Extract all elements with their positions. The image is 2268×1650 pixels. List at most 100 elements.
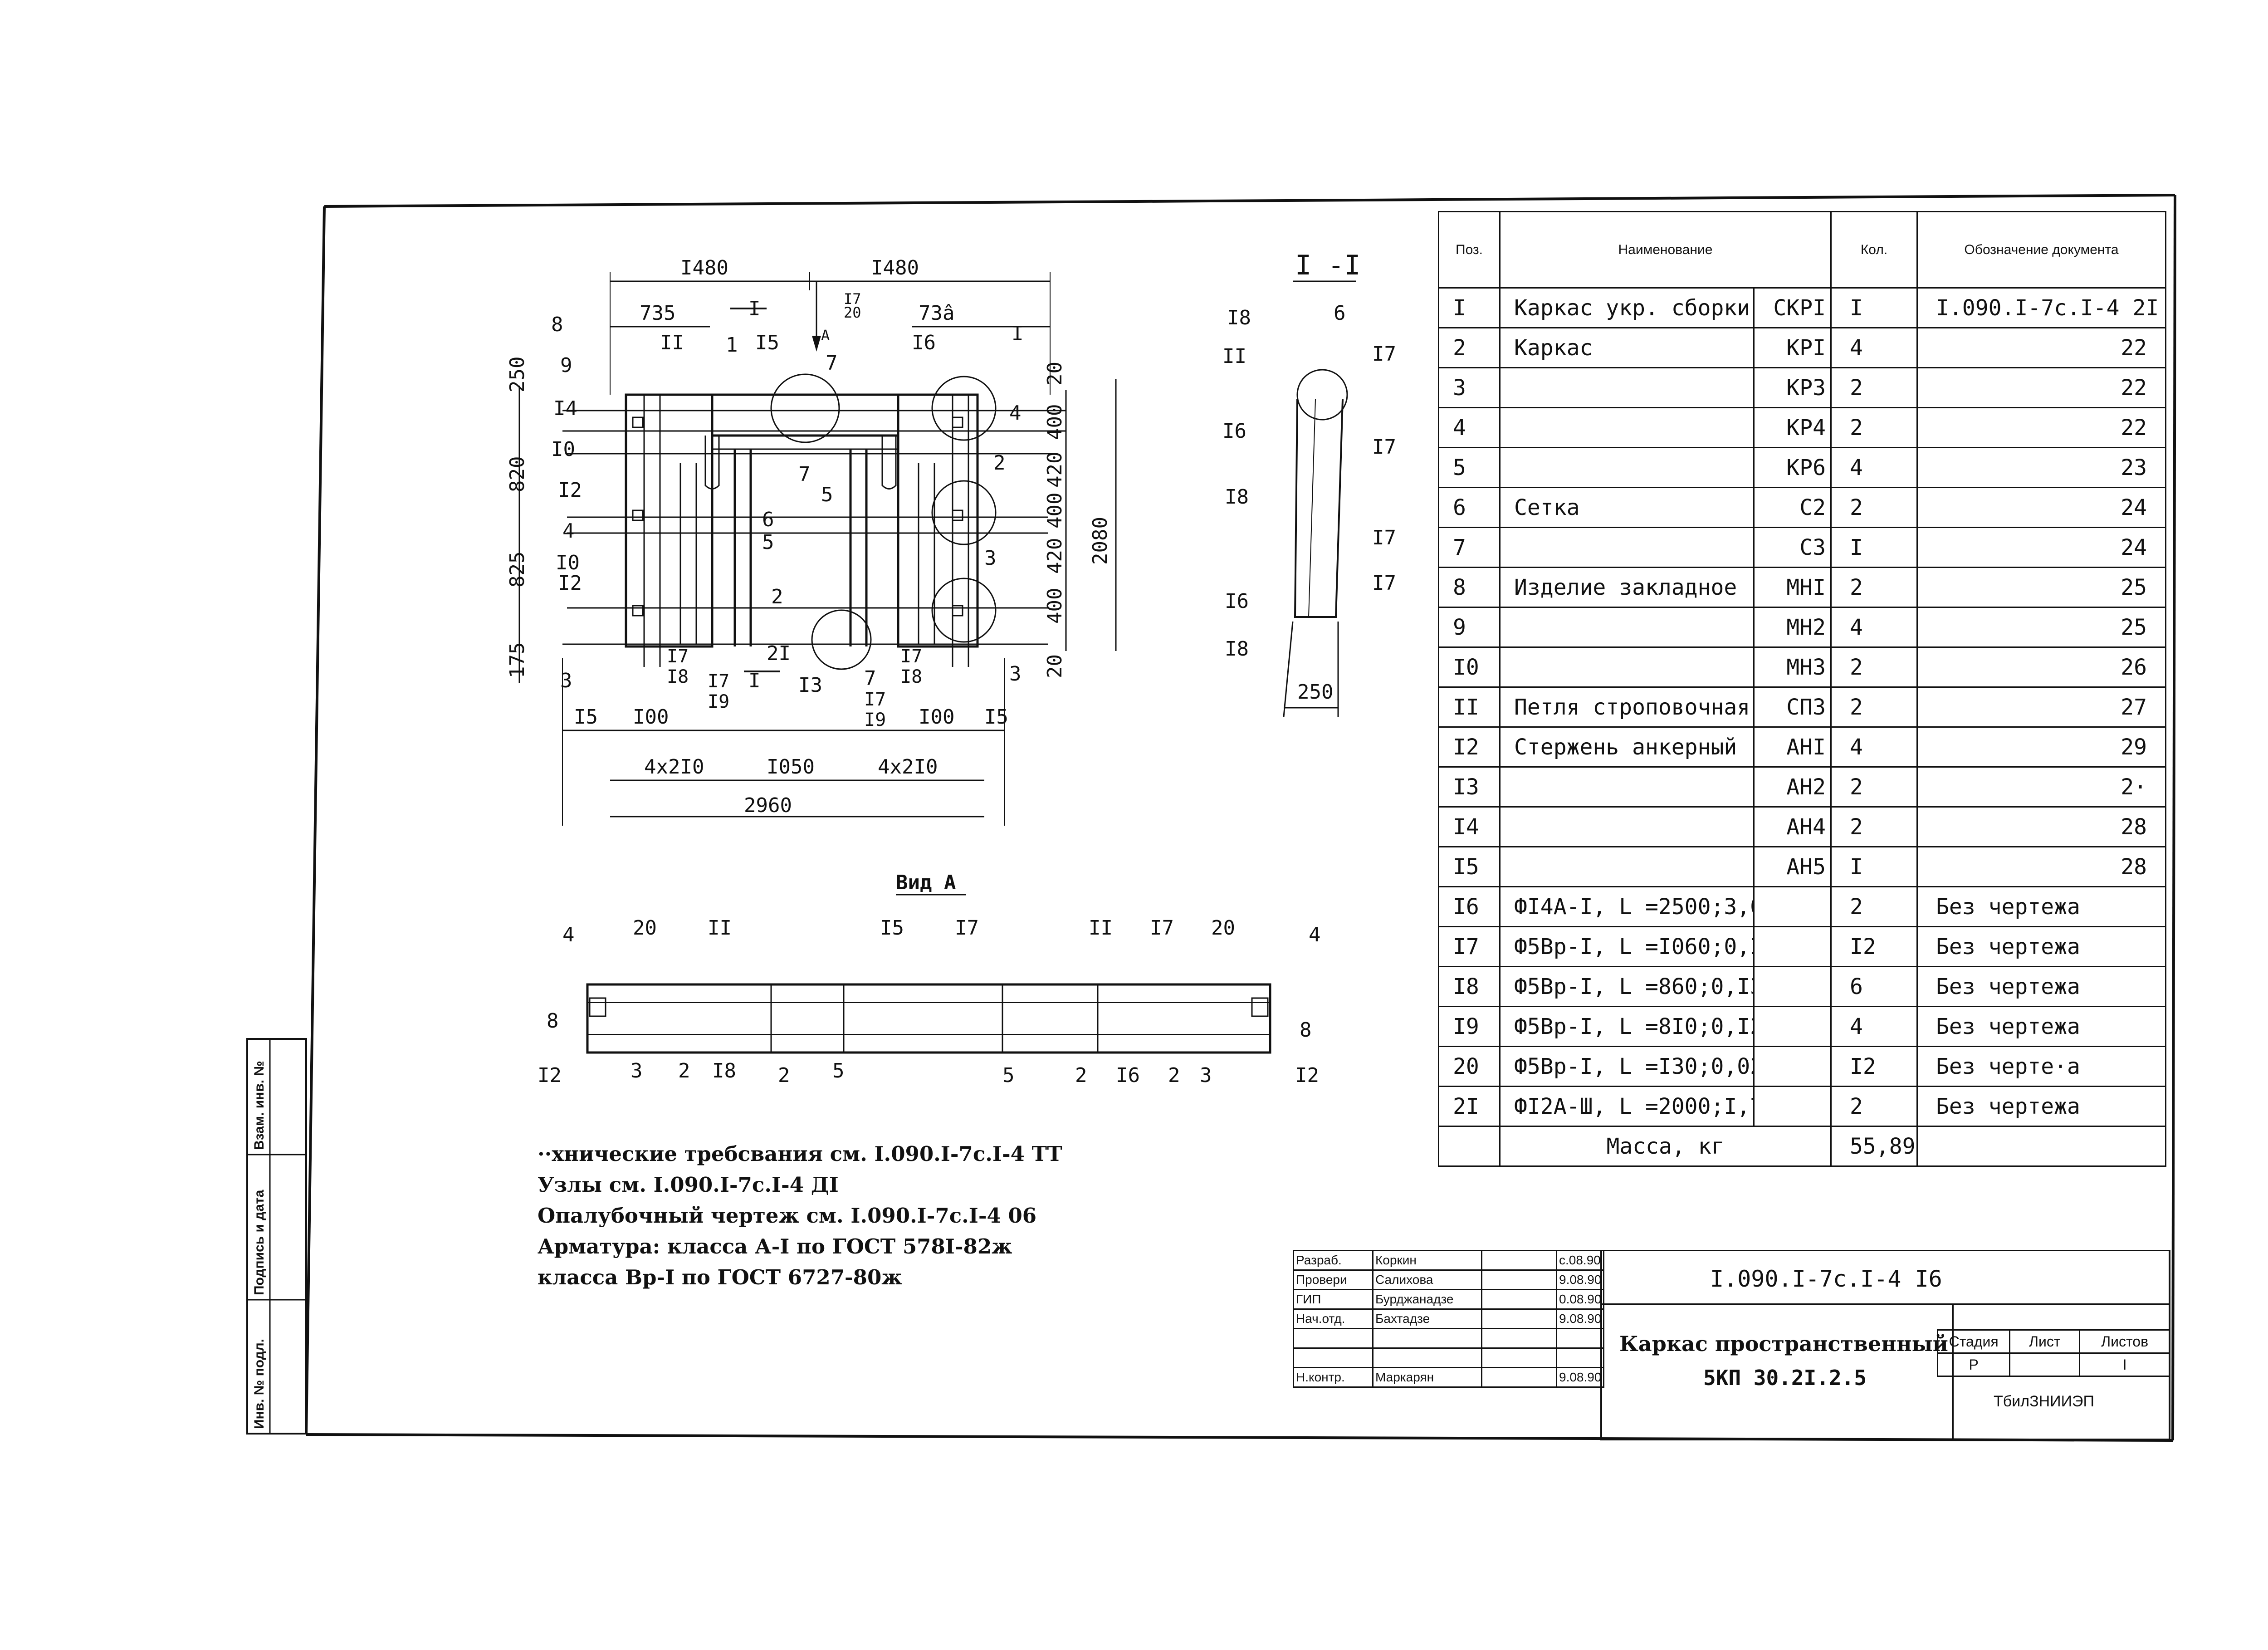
spec-cell-code xyxy=(1753,1086,1832,1127)
spec-cell-name xyxy=(1499,407,1755,448)
plan-outline xyxy=(562,281,1066,672)
label-5-a: 5 xyxy=(821,483,833,506)
signature-mark xyxy=(1481,1367,1557,1388)
dim-420-b: 420 xyxy=(1043,538,1066,574)
sheets-header: Листов xyxy=(2079,1329,2170,1354)
section-label-16-b: I6 xyxy=(1225,590,1249,613)
spec-cell-name: Каркас xyxy=(1499,327,1755,368)
spec-cell-doc: Без чертежа xyxy=(1916,1006,2166,1047)
spec-cell-doc: Без чертежа xyxy=(1916,966,2166,1007)
spec-cell-qty: 4 xyxy=(1830,607,1918,648)
view-a-label-17-left: I7 xyxy=(955,916,979,940)
spec-cell-name xyxy=(1499,367,1755,408)
spec-cell-name: Стержень анкерный xyxy=(1499,726,1755,768)
dim-4x210-right: 4x2I0 xyxy=(878,755,938,778)
spec-cell-code: С3 xyxy=(1753,527,1832,568)
spec-cell-name: ФI2А-Ш, L =2000;I,76кг xyxy=(1499,1086,1755,1127)
view-a-label-3-left: 3 xyxy=(631,1059,643,1082)
product-name: Каркас пространственный xyxy=(1619,1332,1948,1356)
signature-role xyxy=(1293,1328,1374,1349)
signature-mark xyxy=(1481,1269,1557,1290)
spec-cell-doc: Без чертежа xyxy=(1916,926,2166,967)
spec-cell-doc: Без черте·а xyxy=(1916,1046,2166,1087)
spec-cell-pos: 2 xyxy=(1438,327,1501,368)
signature-name: Бурджанадзе xyxy=(1372,1289,1482,1310)
side-stamp-signature-label: Подпись и дата xyxy=(252,1190,267,1295)
spec-header-qty: Кол. xyxy=(1830,211,1918,289)
label-11: II xyxy=(660,331,684,354)
spec-cell-name xyxy=(1499,607,1755,648)
view-a-bottom-labels: 8 I2 3 2 I8 2 5 5 2 I6 2 3 8 I2 xyxy=(538,1009,1319,1087)
technical-notes: ··хнические требсвания см. I.090.I-7с.I-… xyxy=(538,1139,1127,1293)
spec-cell-pos: I5 xyxy=(1438,846,1501,887)
spec-cell-pos: II xyxy=(1438,686,1501,728)
label-7-a: 7 xyxy=(826,352,838,375)
signature-date xyxy=(1555,1328,1605,1349)
dim-250: 250 xyxy=(506,357,529,392)
note-line: Узлы см. I.090.I-7с.I-4 ДI xyxy=(538,1173,839,1197)
label-15: I5 xyxy=(755,331,779,354)
label-12-a: I2 xyxy=(558,479,582,502)
view-a-top-labels: 4 20 II I5 I7 II I7 20 4 xyxy=(562,916,1321,946)
section-labels: I8 6 II I7 I6 I7 I8 I7 I6 I7 I8 250 xyxy=(1222,302,1396,704)
label-I-right: I xyxy=(1012,322,1024,345)
spec-cell-name xyxy=(1499,846,1755,887)
section-label-17-d: I7 xyxy=(1372,572,1396,595)
section-label-16-a: I6 xyxy=(1222,420,1246,443)
dim-15-left: I5 xyxy=(574,705,598,729)
label-17-b: I7 xyxy=(708,671,729,692)
signature-name: Бахтадзе xyxy=(1372,1308,1482,1329)
signature-name: Маркарян xyxy=(1372,1367,1482,1388)
spec-cell-doc: 23 xyxy=(1916,447,2166,488)
spec-cell-code xyxy=(1753,1006,1832,1047)
spec-mass-label: Масса, кг xyxy=(1499,1126,1832,1167)
spec-cell-code: АН2 xyxy=(1753,766,1832,808)
section-label-17-a: I7 xyxy=(1372,343,1396,366)
section-label-18-c: I8 xyxy=(1225,637,1249,661)
view-a-label-8-left: 8 xyxy=(547,1009,559,1033)
dim-2960: 2960 xyxy=(744,794,792,817)
dim-175: 175 xyxy=(506,642,529,678)
view-a-label-2-a: 2 xyxy=(678,1059,690,1082)
spec-cell-pos: 20 xyxy=(1438,1046,1501,1087)
spec-cell-code xyxy=(1753,966,1832,1007)
label-1-small: 1 xyxy=(726,333,738,357)
dim-20-top: 20 xyxy=(1043,362,1066,386)
spec-cell-qty: 2 xyxy=(1830,686,1918,728)
signature-date xyxy=(1555,1347,1605,1368)
view-a-label-4-right: 4 xyxy=(1309,923,1321,946)
spec-cell-doc: 29 xyxy=(1916,726,2166,768)
organization: ТбилЗНИИЭП xyxy=(1994,1393,2094,1410)
label-18-b: I8 xyxy=(900,666,922,687)
sheet-value xyxy=(2009,1352,2081,1377)
spec-cell-name xyxy=(1499,447,1755,488)
spec-cell-code: СКРI xyxy=(1753,287,1832,328)
spec-cell-name: Каркас укр. сборки xyxy=(1499,287,1755,328)
label-12-b: I2 xyxy=(558,572,582,595)
view-a-label-2-b: 2 xyxy=(778,1064,790,1087)
section-width-250: 250 xyxy=(1297,681,1333,704)
side-stamp-inv-label: Инв. № подл. xyxy=(252,1338,267,1429)
signature-role xyxy=(1293,1347,1374,1368)
label-17-c: I7 xyxy=(864,689,886,710)
label-16: I6 xyxy=(912,331,936,354)
spec-cell-doc: 28 xyxy=(1916,806,2166,847)
dim-735-right: 73â xyxy=(919,302,987,325)
dim-735-left: 735 xyxy=(640,302,675,325)
spec-cell-pos: I6 xyxy=(1438,886,1501,927)
note-line: класса Вр-I по ГОСТ 6727-80ж xyxy=(538,1265,902,1289)
spec-cell-qty: 2 xyxy=(1830,806,1918,847)
spec-cell-pos: I4 xyxy=(1438,806,1501,847)
